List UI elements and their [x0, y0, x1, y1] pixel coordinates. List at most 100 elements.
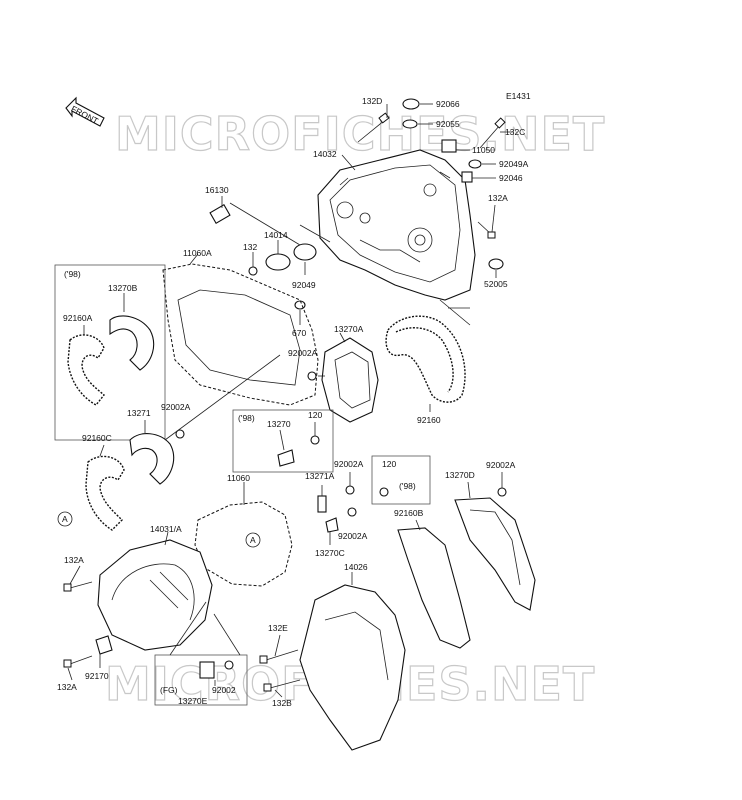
label-92002a-3: 92002A: [334, 459, 364, 469]
label-92160c: 92160C: [82, 433, 112, 443]
label-92055: 92055: [436, 119, 460, 129]
ref-a-right: [245, 532, 261, 548]
bolt-92002a-1: [307, 371, 317, 381]
label-98-a: ('98): [64, 269, 81, 279]
ref-a-right-label: A: [250, 535, 256, 545]
bolt-120-a: [310, 435, 320, 445]
label-132e: 132E: [268, 623, 288, 633]
label-98-c: ('98): [399, 481, 416, 491]
bolt-132a-left: [63, 581, 93, 592]
label-11060a: 11060A: [183, 248, 212, 258]
bolt-92002: [224, 660, 234, 670]
label-14026: 14026: [344, 562, 368, 572]
bracket-11050: [441, 139, 457, 153]
bolt-92002a-4: [497, 487, 507, 497]
label-11050: 11050: [472, 145, 495, 155]
chain-92160c: [85, 455, 125, 531]
diagram-code: E1431: [506, 91, 531, 101]
label-92160b: 92160B: [394, 508, 424, 518]
label-132a-top: 132A: [488, 193, 508, 203]
oring-92055: [402, 119, 418, 129]
label-fg: (FG): [160, 685, 178, 695]
label-13270e: 13270E: [178, 696, 208, 706]
plate-13271a: [317, 495, 327, 513]
label-13270a: 13270A: [334, 324, 364, 334]
bolt-132b: [263, 679, 301, 692]
label-14031a: 14031/A: [150, 524, 182, 534]
bolt-132a-bot: [63, 655, 93, 668]
label-92170: 92170: [85, 671, 109, 681]
label-92046: 92046: [499, 173, 523, 183]
bolt-92002a-3: [345, 485, 355, 495]
label-92049a: 92049A: [499, 159, 529, 169]
bolt-132a-top: [477, 221, 496, 239]
label-13270: 13270: [267, 419, 291, 429]
label-92002a-5: 92002A: [338, 531, 368, 541]
guide-13270d: [454, 497, 536, 611]
chain-92160a: [67, 334, 105, 406]
bolt-120-b: [379, 487, 389, 497]
front-arrow-icon: FRONT: [65, 96, 105, 127]
box-98-right: [371, 455, 431, 505]
gasket-11060: [194, 501, 293, 587]
washer-92049a: [468, 159, 482, 169]
guide-13270b: [109, 315, 155, 371]
plate-13270: [277, 449, 295, 467]
bolt-132e: [259, 649, 299, 664]
label-92002a-1: 92002A: [288, 348, 318, 358]
label-132c: 132C: [505, 127, 525, 137]
label-132: 132: [243, 242, 257, 252]
label-92066: 92066: [436, 99, 460, 109]
crankcase-cover-14032: [317, 149, 476, 301]
plate-13270e: [199, 661, 215, 679]
part-16130: [209, 204, 231, 224]
bolt-132c: [479, 117, 506, 149]
seal-52005: [488, 258, 504, 270]
chain-92160: [385, 315, 466, 403]
label-92002a-2: 92002A: [161, 402, 191, 412]
label-132a-bot: 132A: [57, 682, 77, 692]
label-14014: 14014: [264, 230, 288, 240]
label-92002a-4: 92002A: [486, 460, 516, 470]
part-labels: 132D 92066 92055 132C 14032 11050 92049A…: [57, 96, 529, 708]
watermark-top: MICROFICHES.NET: [115, 107, 605, 161]
bolt-92002a-5: [347, 507, 357, 517]
label-13270c: 13270C: [315, 548, 345, 558]
label-14032: 14032: [313, 149, 337, 159]
label-132a-left: 132A: [64, 555, 84, 565]
cap-92066: [402, 98, 420, 110]
label-13270d: 13270D: [445, 470, 475, 480]
label-132b: 132B: [272, 698, 292, 708]
label-132d: 132D: [362, 96, 382, 106]
ref-a-left: [57, 511, 73, 527]
plate-14014: [265, 253, 291, 271]
plate-13270c: [325, 517, 339, 533]
label-92160a: 92160A: [63, 313, 93, 323]
shroud-14026: [299, 584, 406, 751]
label-13271: 13271: [127, 408, 151, 418]
ref-a-left-label: A: [62, 514, 68, 524]
label-52005: 52005: [484, 279, 508, 289]
label-120-b: 120: [382, 459, 396, 469]
box-fg: [154, 654, 248, 706]
label-92002: 92002: [212, 685, 236, 695]
box-98-left: [54, 264, 166, 441]
clamp-92170: [95, 635, 113, 655]
washer-92049: [293, 243, 317, 261]
label-92049: 92049: [292, 280, 316, 290]
bolt-132d: [357, 112, 390, 143]
label-120-a: 120: [308, 410, 322, 420]
plate-13270a: [321, 337, 379, 423]
gasket-11060a: [162, 263, 319, 406]
cover-14031a: [97, 539, 213, 651]
box-98-mid: [232, 409, 334, 473]
label-16130: 16130: [205, 185, 229, 195]
slipper-92160b: [397, 527, 471, 649]
label-13270b: 13270B: [108, 283, 138, 293]
label-92160: 92160: [417, 415, 441, 425]
front-label: FRONT: [69, 104, 100, 127]
bolt-132: [248, 266, 258, 276]
label-98-b: ('98): [238, 413, 255, 423]
label-13271a: 13271A: [305, 471, 335, 481]
